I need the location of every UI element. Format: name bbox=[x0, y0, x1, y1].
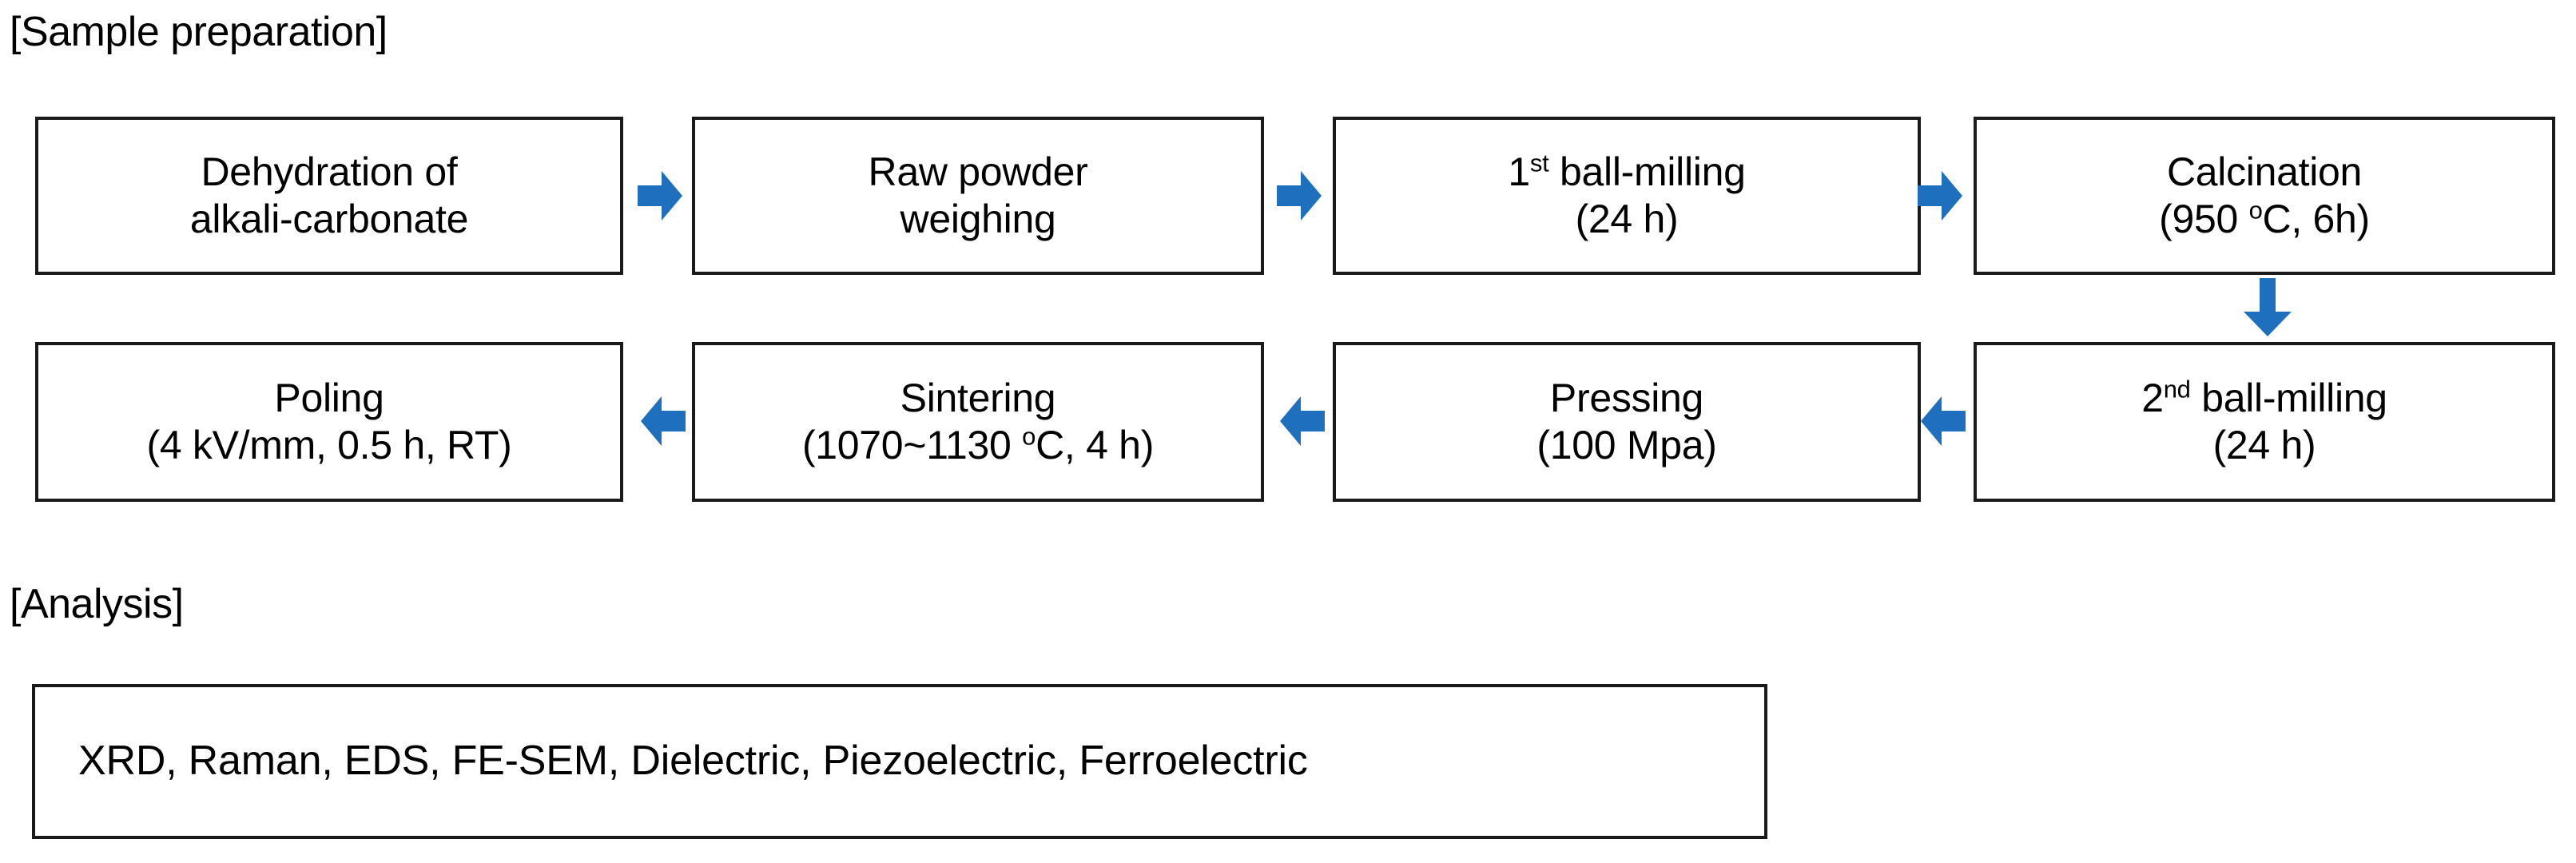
process-box-poling: Poling (4 kV/mm, 0.5 h, RT) bbox=[35, 342, 623, 502]
sintering-temp-pre: (1070~1130 bbox=[801, 423, 1023, 467]
degree-symbol: o bbox=[2248, 196, 2263, 225]
arrow-right-icon-dehydration-to-raw-powder bbox=[638, 169, 682, 222]
process-box-sintering: Sintering (1070~1130 oC, 4 h) bbox=[692, 342, 1264, 502]
calcination-temp-post: C, 6h) bbox=[2262, 197, 2371, 241]
calcination-temp-pre: (950 bbox=[2159, 197, 2249, 241]
process-box-calcination-line1: Calcination bbox=[2166, 149, 2363, 194]
process-box-ball-milling-1-line2: (24 h) bbox=[1575, 197, 1679, 241]
arrow-right-icon-ball-milling-1-to-calcination bbox=[1918, 169, 1962, 222]
arrow-down-icon-calcination-to-ball-milling-2 bbox=[2242, 278, 2293, 337]
arrow-left-icon-ball-milling-2-to-pressing bbox=[1921, 395, 1966, 447]
process-box-dehydration: Dehydration of alkali-carbonate bbox=[35, 117, 623, 275]
ordinal-suffix: st bbox=[1529, 149, 1549, 177]
process-box-raw-powder: Raw powder weighing bbox=[692, 117, 1264, 275]
process-box-pressing-line1: Pressing bbox=[1549, 376, 1704, 420]
ball-milling-label: ball-milling bbox=[1548, 149, 1746, 194]
process-box-raw-powder-line1: Raw powder bbox=[868, 149, 1088, 194]
ball-milling-label: ball-milling bbox=[2190, 376, 2387, 420]
process-box-ball-milling-1-line1: 1st ball-milling bbox=[1508, 149, 1746, 196]
sintering-temp-post: C, 4 h) bbox=[1036, 423, 1155, 467]
analysis-items-label: XRD, Raman, EDS, FE-SEM, Dielectric, Pie… bbox=[78, 738, 1308, 785]
process-box-ball-milling-1: 1st ball-milling (24 h) bbox=[1333, 117, 1921, 275]
process-box-raw-powder-line2: weighing bbox=[900, 197, 1056, 241]
process-box-dehydration-line1: Dehydration of bbox=[201, 149, 458, 194]
process-box-ball-milling-2-line1: 2nd ball-milling bbox=[2141, 375, 2387, 422]
process-box-pressing-line2: (100 Mpa) bbox=[1536, 423, 1717, 467]
process-box-calcination: Calcination (950 oC, 6h) bbox=[1974, 117, 2555, 275]
process-box-calcination-line2: (950 oC, 6h) bbox=[2159, 196, 2370, 243]
ordinal-suffix: nd bbox=[2163, 375, 2191, 404]
arrow-left-icon-sintering-to-poling bbox=[641, 395, 686, 447]
process-box-poling-line1: Poling bbox=[274, 376, 384, 420]
process-box-sintering-line1: Sintering bbox=[900, 376, 1056, 420]
arrow-right-icon-raw-powder-to-ball-milling-1 bbox=[1277, 169, 1322, 222]
analysis-heading: [Analysis] bbox=[10, 581, 184, 627]
ordinal-number: 2 bbox=[2141, 376, 2164, 420]
process-box-ball-milling-2-line2: (24 h) bbox=[2212, 423, 2316, 467]
arrow-left-icon-pressing-to-sintering bbox=[1280, 395, 1325, 447]
process-box-sintering-line2: (1070~1130 oC, 4 h) bbox=[802, 422, 1154, 469]
analysis-box: XRD, Raman, EDS, FE-SEM, Dielectric, Pie… bbox=[32, 684, 1767, 839]
ordinal-number: 1 bbox=[1508, 149, 1530, 194]
process-box-poling-line2: (4 kV/mm, 0.5 h, RT) bbox=[146, 423, 512, 467]
process-box-pressing: Pressing (100 Mpa) bbox=[1333, 342, 1921, 502]
process-box-ball-milling-2: 2nd ball-milling (24 h) bbox=[1974, 342, 2555, 502]
degree-symbol: o bbox=[1022, 422, 1036, 451]
process-box-dehydration-line2: alkali-carbonate bbox=[189, 197, 469, 241]
sample-preparation-heading: [Sample preparation] bbox=[10, 9, 388, 55]
